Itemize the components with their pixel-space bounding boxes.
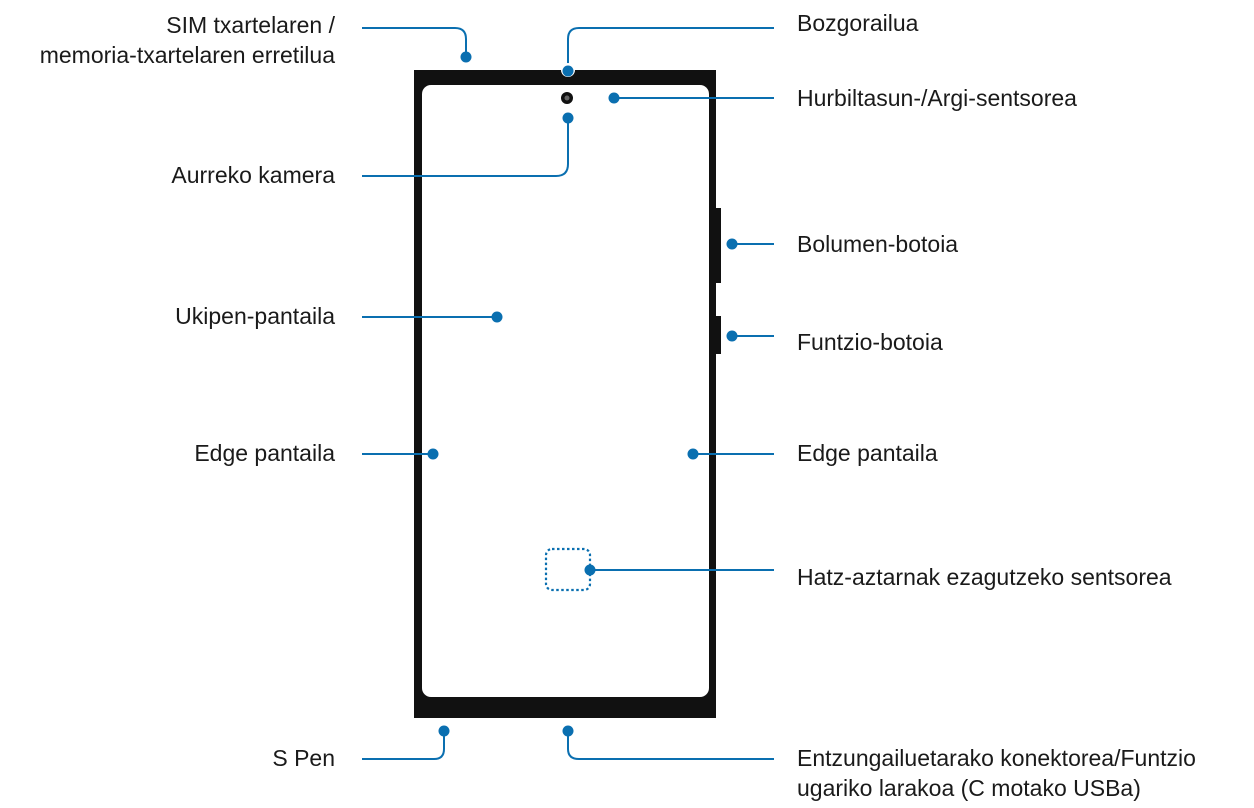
- phone-body: [414, 70, 721, 718]
- label-edge-right: Edge pantaila: [797, 440, 938, 466]
- callout-line-sim-tray: [362, 27, 467, 57]
- label-usb-connector-line2: ugariko larakoa (C motako USBa): [797, 775, 1141, 801]
- volume-key: [715, 208, 721, 283]
- label-side-key: Funtzio-botoia: [797, 329, 943, 355]
- dot-usb: [562, 725, 574, 737]
- label-proximity-sensor: Hurbiltasun-/Argi-sentsorea: [797, 85, 1077, 111]
- label-touchscreen: Ukipen-pantaila: [175, 303, 335, 329]
- label-usb-connector-line1: Entzungailuetarako konektorea/Funtzio: [797, 745, 1196, 771]
- label-volume-key: Bolumen-botoia: [797, 231, 959, 257]
- dot-edge-left: [427, 448, 439, 460]
- dot-fingerprint: [584, 564, 596, 576]
- callout-line-s-pen: [362, 731, 445, 760]
- callout-line-speaker: [567, 27, 774, 70]
- label-fingerprint-sensor: Hatz-aztarnak ezagutzeko sentsorea: [797, 564, 1172, 590]
- label-sim-tray-line1: SIM txartelaren /: [166, 12, 335, 38]
- label-sim-tray-line2: memoria-txartelaren erretilua: [39, 42, 335, 68]
- dot-side-key: [726, 330, 738, 342]
- label-s-pen: S Pen: [272, 745, 335, 771]
- dot-speaker: [562, 65, 574, 77]
- side-key: [715, 316, 721, 354]
- callout-line-usb: [567, 731, 774, 760]
- callout-line-front-camera: [362, 118, 569, 177]
- dot-edge-right: [687, 448, 699, 460]
- dot-front-camera: [562, 112, 574, 124]
- touchscreen-area: [422, 85, 709, 697]
- dot-touchscreen: [491, 311, 503, 323]
- callout-lines: [362, 27, 774, 760]
- callout-dots: [427, 51, 738, 737]
- dot-volume-key: [726, 238, 738, 250]
- dot-proximity-sensor: [608, 92, 620, 104]
- dot-s-pen: [438, 725, 450, 737]
- front-camera-lens-center: [564, 95, 570, 101]
- label-front-camera: Aurreko kamera: [171, 162, 335, 188]
- label-speaker: Bozgorailua: [797, 10, 919, 36]
- label-edge-left: Edge pantaila: [194, 440, 335, 466]
- dot-sim-tray: [460, 51, 472, 63]
